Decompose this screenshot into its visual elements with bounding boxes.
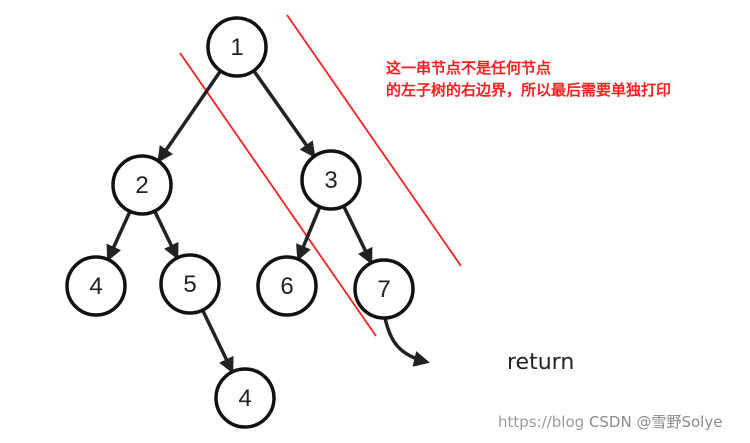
tree-node: 3: [300, 149, 362, 211]
tree-edges: [106, 69, 373, 374]
node-circle: [353, 258, 415, 320]
tree-node: 4: [65, 255, 127, 317]
edge-n1-n2: [157, 69, 222, 163]
node-circle: [159, 253, 221, 315]
edge-n3-n7: [342, 205, 373, 265]
watermark-brand: CSDN @雪野Solye: [588, 413, 723, 431]
tree-node: 7: [353, 258, 415, 320]
node-circle: [214, 367, 276, 429]
node-circle: [65, 255, 127, 317]
node-circle: [300, 149, 362, 211]
node-circle: [206, 16, 268, 78]
node-circle: [111, 154, 173, 216]
edge-n2-n4: [106, 210, 132, 262]
boundary-line-inner: [179, 52, 377, 337]
edge-n3-n6: [296, 206, 322, 262]
tree-node: 5: [159, 253, 221, 315]
tree-node: 4: [214, 367, 276, 429]
node-circle: [256, 255, 318, 317]
edge-n5-n8: [201, 309, 234, 374]
node-label: 5: [183, 271, 196, 298]
return-label: return: [507, 350, 575, 375]
node-label: 2: [135, 172, 148, 199]
watermark-prefix: https://blog: [498, 413, 585, 431]
node-label: 4: [238, 385, 251, 412]
node-label: 3: [324, 167, 337, 194]
tree-node: 1: [206, 16, 268, 78]
tree-nodes: 1 2 3 4 5 6 7 4: [65, 16, 415, 429]
node-label: 7: [377, 276, 390, 303]
annotation-line-1: 这一串节点不是任何节点: [386, 59, 552, 77]
node-label: 6: [280, 273, 293, 300]
boundary-line-outer: [286, 14, 462, 267]
node-label: 1: [230, 34, 243, 61]
tree-node: 2: [111, 154, 173, 216]
annotation-line-2: 的左子树的右边界，所以最后需要单独打印: [386, 81, 672, 99]
edge-n1-n3: [252, 69, 316, 158]
tree-node: 6: [256, 255, 318, 317]
node-label: 4: [89, 273, 102, 300]
annotation-note: 这一串节点不是任何节点 的左子树的右边界，所以最后需要单独打印: [386, 57, 671, 101]
return-arrow: [383, 317, 430, 367]
watermark: https://blog CSDN @雪野Solye: [498, 411, 722, 432]
edge-n2-n5: [153, 210, 179, 260]
